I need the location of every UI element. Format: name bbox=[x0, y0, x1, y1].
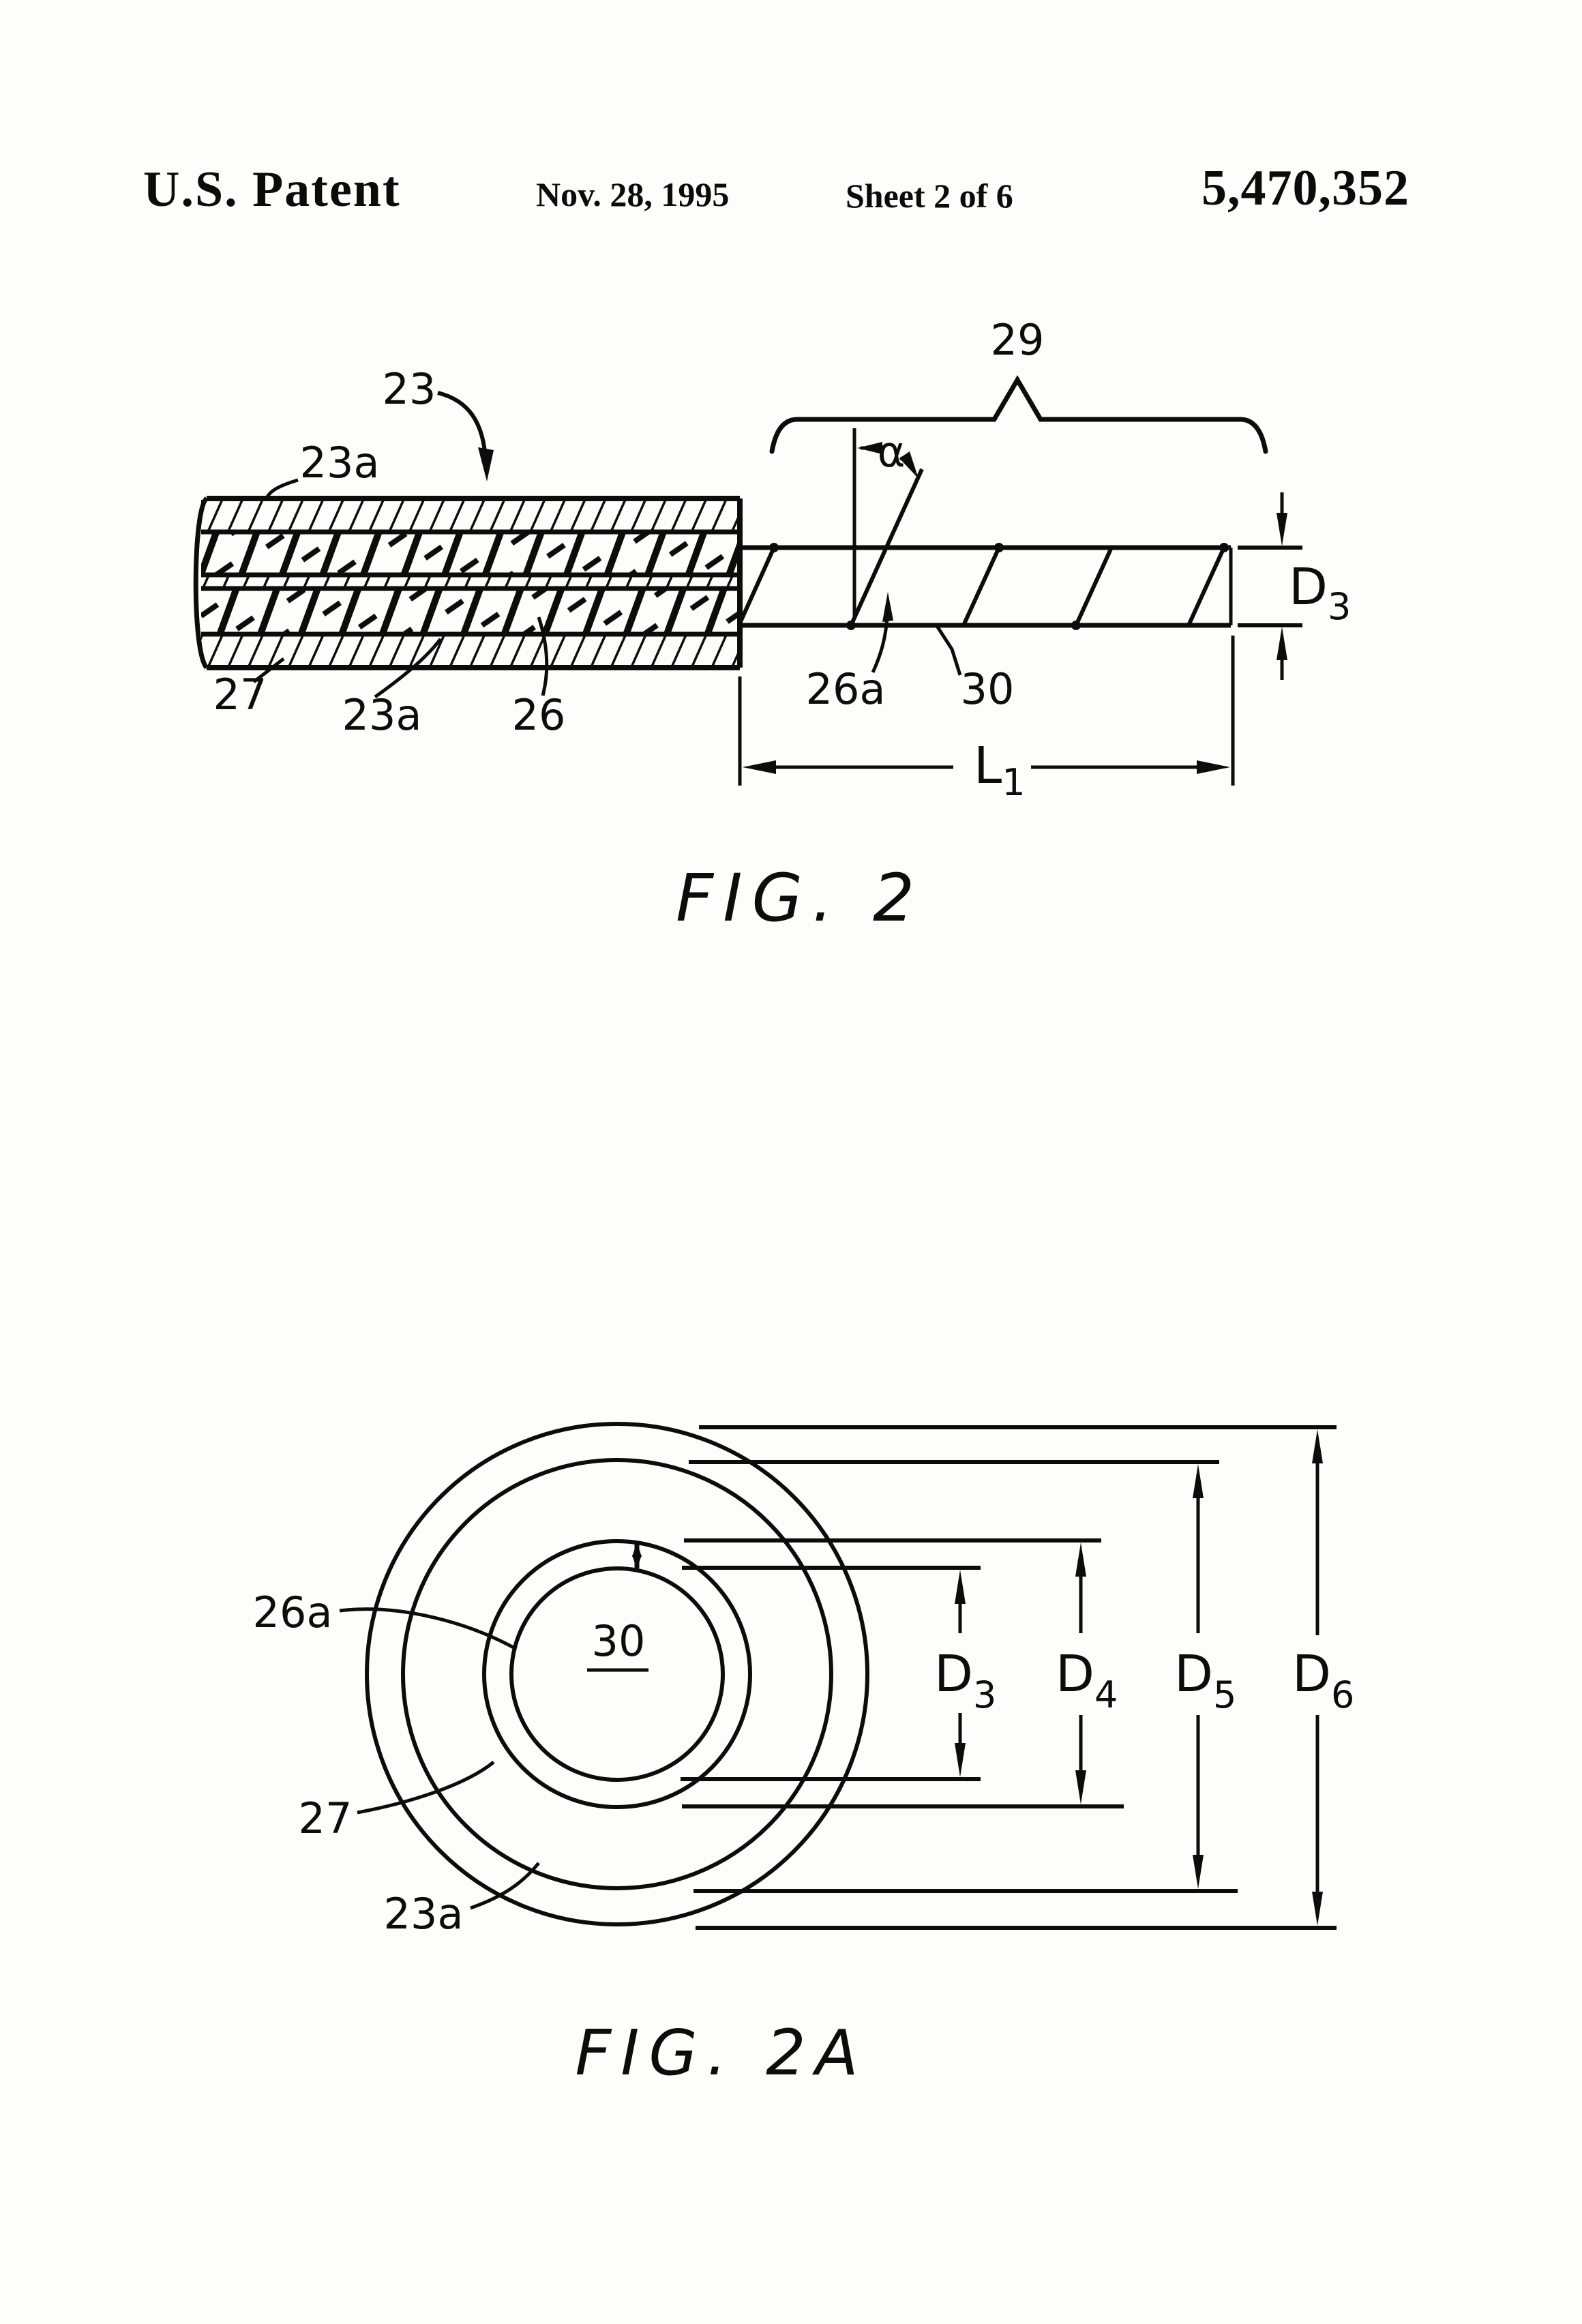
fig2-l1-left-arrowhead bbox=[743, 760, 776, 774]
fig2-bottom-jacket-hatch bbox=[201, 636, 740, 668]
fig2-helix-wrap-lines bbox=[738, 468, 1229, 630]
fig2-middle-thin-layer bbox=[201, 576, 740, 589]
fig2a-tick-bottom-arrow bbox=[632, 1555, 642, 1570]
fig2a-d3-main: D bbox=[934, 1645, 973, 1703]
fig2-leader-30 bbox=[935, 625, 962, 676]
fig2a-caption: FIG. 2A bbox=[575, 2016, 867, 2089]
header-sheet-number: Sheet 2 of 6 bbox=[846, 177, 1013, 215]
fig2-alpha-label: α bbox=[878, 427, 906, 477]
fig2-label-29: 29 bbox=[991, 315, 1045, 365]
fig2a-circle-27 bbox=[401, 1458, 833, 1890]
fig2a-d4-dimension bbox=[1075, 1543, 1086, 1804]
fig2a-leader-23a bbox=[470, 1862, 540, 1910]
fig2a-d4-main: D bbox=[1056, 1645, 1094, 1703]
fig2-arrowhead-23 bbox=[478, 447, 494, 481]
fig2-d3-sub: 3 bbox=[1328, 585, 1351, 628]
fig2-top-jacket-hatch bbox=[201, 500, 740, 532]
header-title: U.S. Patent bbox=[143, 162, 401, 218]
fig2a-d6-sub: 6 bbox=[1331, 1673, 1354, 1716]
fig2a-d3-label: D3 bbox=[934, 1645, 996, 1716]
fig2a-d3-sub: 3 bbox=[973, 1673, 996, 1716]
fig2-caption: FIG. 2 bbox=[676, 860, 924, 936]
fig2-brace-29 bbox=[769, 375, 1268, 454]
fig2-d3-label: D3 bbox=[1289, 558, 1351, 628]
fig2-braid-layer-lower bbox=[201, 590, 740, 633]
fig2a-d5-sub: 5 bbox=[1213, 1673, 1236, 1716]
fig2-label-23: 23 bbox=[383, 364, 436, 414]
fig2a-label-23a: 23a bbox=[384, 1889, 464, 1939]
fig2-leader-23 bbox=[437, 391, 487, 452]
fig2a-d5-main: D bbox=[1174, 1645, 1213, 1703]
fig2-l1-label: L1 bbox=[974, 736, 1026, 804]
fig2a-d3-dimension bbox=[955, 1570, 966, 1777]
fig2-alpha-left-arrowhead bbox=[857, 442, 882, 454]
fig2-leader-23a-bottom bbox=[374, 638, 443, 699]
fig2a-d6-main: D bbox=[1292, 1645, 1331, 1703]
fig2a-d6-dimension bbox=[1312, 1429, 1323, 1926]
fig2-l1-sub: 1 bbox=[1002, 761, 1025, 804]
fig2-l1-main: L bbox=[974, 736, 1002, 795]
fig2-label-26a: 26a bbox=[806, 664, 886, 714]
fig2-d3-lower-arrowhead bbox=[1277, 627, 1287, 660]
fig2-leader-23a-top bbox=[264, 478, 299, 501]
header-date: Nov. 28, 1995 bbox=[536, 175, 730, 213]
fig2-arrowhead-26a bbox=[882, 592, 893, 622]
fig2a-label-27: 27 bbox=[299, 1793, 353, 1843]
fig2-leader-26a bbox=[871, 616, 889, 674]
header-patent-number: 5,470,352 bbox=[1202, 160, 1409, 216]
fig2-drawing: 29 α D3 L1 23 bbox=[193, 315, 1351, 936]
fig2a-circle-26a bbox=[482, 1539, 752, 1809]
fig2a-circle-23a bbox=[365, 1422, 869, 1926]
fig2a-leader-27 bbox=[357, 1761, 495, 1815]
fig2a-circle-30 bbox=[509, 1566, 725, 1782]
fig2a-label-30: 30 bbox=[592, 1616, 646, 1666]
fig2a-d5-label: D5 bbox=[1174, 1645, 1236, 1716]
fig2a-d5-dimension bbox=[1193, 1464, 1204, 1889]
fig2a-label-26a: 26a bbox=[253, 1588, 333, 1637]
fig2a-tick-top-arrow bbox=[632, 1542, 642, 1557]
fig2-l1-right-arrowhead bbox=[1197, 760, 1230, 774]
fig2-label-26: 26 bbox=[512, 690, 566, 740]
fig2a-leader-26a bbox=[339, 1607, 516, 1650]
fig2-body-left-edge bbox=[193, 496, 209, 670]
fig2-d3-upper-arrowhead bbox=[1277, 513, 1287, 546]
fig2-label-30: 30 bbox=[961, 664, 1015, 714]
fig2a-d4-sub: 4 bbox=[1094, 1673, 1118, 1716]
fig2-braid-layer-upper bbox=[201, 533, 740, 575]
fig2-leader-27 bbox=[252, 657, 285, 683]
fig2a-d6-label: D6 bbox=[1292, 1645, 1354, 1716]
fig2-d3-main: D bbox=[1289, 558, 1328, 616]
fig2-leader-26 bbox=[537, 616, 549, 696]
fig2-label-23a-bottom: 23a bbox=[342, 690, 422, 740]
fig2a-drawing: D3 D4 D5 D6 30 26a 27 23a FIG. 2A bbox=[253, 1422, 1354, 2089]
fig2-label-23a-top: 23a bbox=[300, 438, 380, 488]
fig2a-d4-label: D4 bbox=[1056, 1645, 1118, 1716]
fig2-alpha-arrowhead bbox=[899, 451, 919, 479]
